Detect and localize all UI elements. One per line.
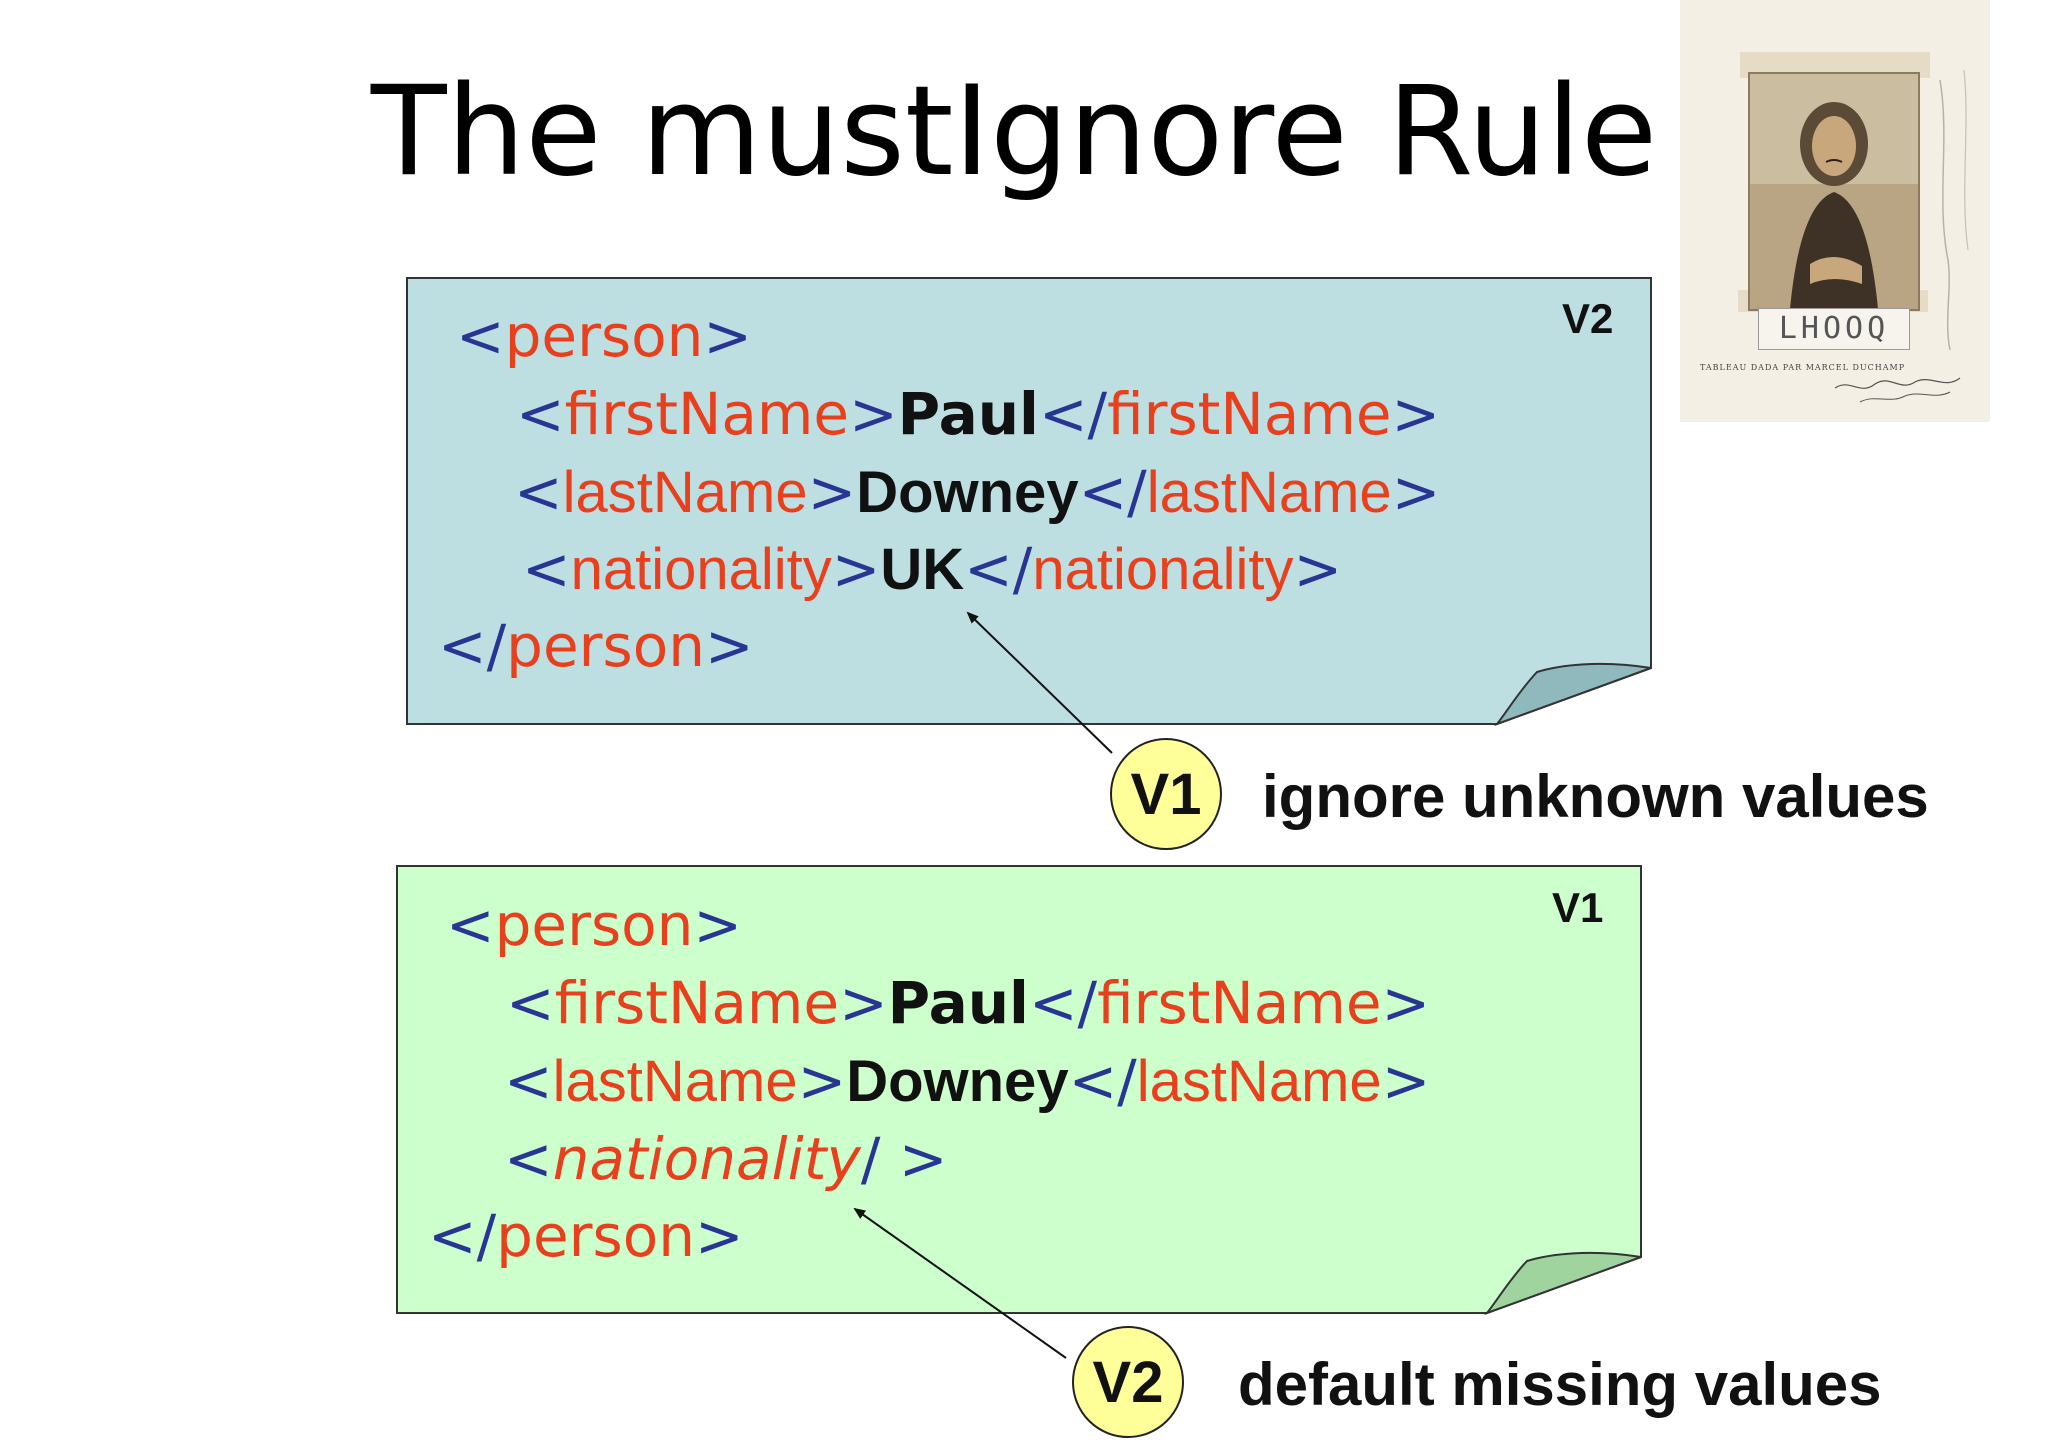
v1-code-block: <person> <firstName>Paul</firstName> <la…: [0, 0, 1430, 1265]
arrow-v2-to-nationality: [853, 1207, 1067, 1359]
v1-firstname-line: <firstName>Paul</firstName>: [506, 969, 1431, 1037]
v2-open-person: <person>: [456, 302, 753, 370]
v2-caption: default missing values: [1238, 1351, 1882, 1418]
v2-version-label: V2: [1562, 295, 1614, 342]
mona-lisa-figure: [1748, 72, 1920, 311]
v2-close-person: </person>: [438, 612, 754, 680]
v2-note-curl: [1494, 662, 1652, 727]
v1-open-person: <person>: [446, 891, 743, 959]
handwriting-mark: [1939, 69, 1969, 351]
v2-badge: V2: [1072, 1326, 1184, 1438]
v2-nationality-line: <nationality>UK</nationality>: [522, 535, 1343, 603]
v2-nationality-value: UK: [880, 537, 965, 602]
v1-badge: V1: [1110, 738, 1222, 850]
v2-lastname-line: <lastName>Downey</lastName>: [514, 458, 1441, 526]
v1-note-curl: [1484, 1251, 1642, 1316]
v2-code-block: <person> <firstName>Paul</firstName> <la…: [0, 0, 1440, 675]
v1-version-label: V1: [1552, 884, 1604, 931]
v1-nationality-line: <nationality/ >: [504, 1125, 948, 1193]
v1-lastname-line: <lastName>Downey</lastName>: [504, 1047, 1431, 1115]
v2-firstname-line: <firstName>Paul</firstName>: [516, 380, 1441, 448]
v1-close-person: </person>: [428, 1202, 744, 1270]
lhooq-label: LHOOQ: [1758, 308, 1910, 350]
arrow-v1-to-uk: [966, 611, 1113, 754]
slide-title: The mustIgnore Rule: [370, 60, 1658, 204]
artwork-credit: TABLEAU DADA PAR MARCEL DUCHAMP: [1700, 363, 1906, 372]
signature-scribble: [1834, 377, 1961, 403]
v1-nationality-empty-tag: nationality: [552, 1125, 861, 1193]
v1-caption: ignore unknown values: [1262, 763, 1929, 830]
lhooq-artwork-image: LHOOQ TABLEAU DADA PAR MARCEL DUCHAMP: [1680, 0, 1990, 422]
